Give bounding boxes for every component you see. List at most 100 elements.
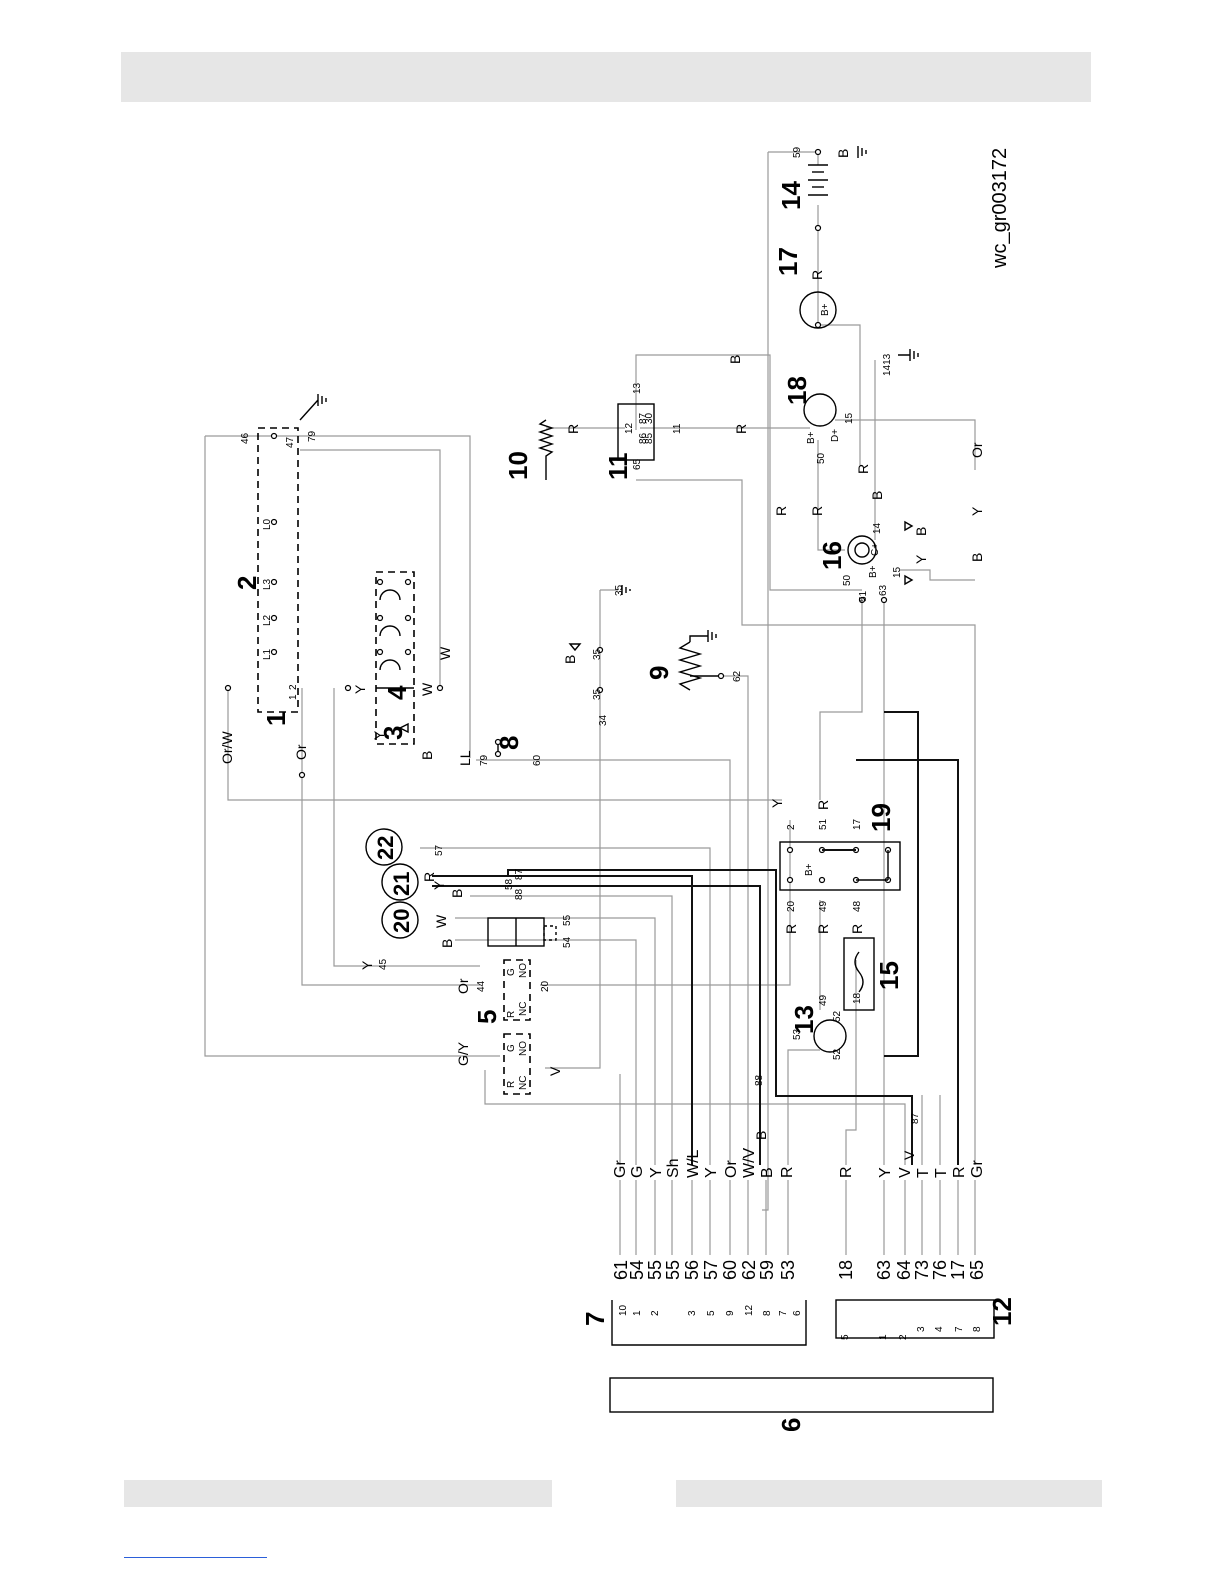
svg-text:60: 60 — [720, 1260, 740, 1280]
svg-text:1: 1 — [288, 694, 299, 700]
svg-text:62: 62 — [732, 670, 743, 682]
svg-text:63: 63 — [878, 584, 889, 596]
svg-text:59: 59 — [757, 1260, 777, 1280]
wire-34-v — [545, 590, 601, 1069]
svg-text:R: R — [849, 924, 865, 934]
svg-text:R: R — [815, 924, 831, 934]
svg-text:3: 3 — [687, 1310, 698, 1316]
svg-text:87: 87 — [514, 868, 525, 880]
svg-text:NC: NC — [518, 1002, 529, 1016]
wire-13-b — [635, 354, 862, 591]
svg-text:49: 49 — [818, 994, 829, 1006]
svg-text:1: 1 — [878, 1334, 889, 1340]
svg-text:T: T — [915, 1168, 932, 1178]
wire-47-w — [300, 449, 441, 690]
component-22 — [365, 828, 403, 866]
svg-text:L2: L2 — [262, 614, 273, 626]
wire-88-b — [432, 885, 761, 1165]
svg-text:73: 73 — [912, 1260, 932, 1280]
svg-text:15: 15 — [874, 961, 904, 990]
svg-text:61: 61 — [611, 1260, 631, 1280]
svg-text:87: 87 — [910, 1112, 921, 1124]
svg-text:R: R — [779, 1166, 796, 1178]
svg-text:W/L: W/L — [685, 1149, 702, 1178]
svg-text:5: 5 — [472, 1010, 502, 1024]
svg-text:Y: Y — [371, 730, 387, 740]
svg-text:1: 1 — [632, 1310, 643, 1316]
svg-text:Gr: Gr — [969, 1160, 986, 1178]
component-9-pot — [677, 641, 703, 691]
svg-text:G: G — [629, 1166, 646, 1178]
svg-text:R: R — [815, 800, 831, 810]
svg-text:10: 10 — [618, 1304, 629, 1316]
svg-text:10: 10 — [503, 451, 533, 480]
svg-text:8: 8 — [972, 1326, 983, 1332]
page-footer-right — [676, 1480, 1102, 1507]
svg-text:B: B — [969, 553, 985, 562]
wire-53-r — [787, 1049, 820, 1165]
svg-text:W: W — [419, 682, 435, 696]
svg-text:R: R — [783, 924, 799, 934]
connector-7-body — [611, 1300, 807, 1346]
svg-text:LL: LL — [457, 750, 473, 766]
svg-text:55: 55 — [645, 1260, 665, 1280]
component-11-relay — [617, 403, 655, 461]
svg-text:18: 18 — [782, 376, 812, 405]
wire-59-b — [762, 152, 769, 1211]
svg-text:R: R — [809, 506, 825, 516]
svg-text:G/Y: G/Y — [455, 1041, 471, 1066]
component-numbers: 1 2 3 4 5 6 7 8 9 10 11 12 13 14 15 16 1… — [232, 181, 1017, 1432]
wire-57-y — [420, 847, 711, 1165]
svg-text:Or: Or — [969, 442, 985, 458]
svg-text:48: 48 — [852, 900, 863, 912]
wire-or-44 — [301, 688, 480, 986]
svg-text:B+: B+ — [820, 303, 831, 316]
svg-text:L0: L0 — [262, 518, 273, 530]
svg-text:2: 2 — [650, 1310, 661, 1316]
svg-text:45: 45 — [378, 958, 389, 970]
svg-text:R: R — [951, 1166, 968, 1178]
svg-text:12: 12 — [987, 1297, 1017, 1326]
svg-text:Or: Or — [455, 978, 471, 994]
svg-text:B+: B+ — [806, 431, 817, 444]
svg-text:R: R — [565, 424, 581, 434]
svg-text:R: R — [809, 270, 825, 280]
svg-text:B: B — [727, 355, 743, 364]
component-6-controller — [609, 1377, 994, 1413]
svg-text:R: R — [733, 424, 749, 434]
page-footer-left — [124, 1480, 552, 1507]
wire-20-r — [540, 820, 791, 986]
svg-text:2: 2 — [288, 684, 299, 690]
component-21 — [381, 863, 419, 901]
svg-text:Y: Y — [648, 1167, 665, 1178]
svg-text:5: 5 — [706, 1310, 717, 1316]
svg-text:57: 57 — [701, 1260, 721, 1280]
svg-text:7: 7 — [778, 1310, 789, 1316]
component-5a-outline — [503, 959, 531, 1021]
svg-text:14: 14 — [872, 522, 883, 534]
wire-18-r — [845, 960, 857, 1165]
svg-text:W/V: W/V — [741, 1147, 758, 1178]
svg-text:57: 57 — [434, 844, 445, 856]
svg-text:12: 12 — [624, 422, 635, 434]
wire-50-r — [817, 440, 845, 551]
svg-text:R: R — [506, 1081, 517, 1088]
svg-text:2: 2 — [898, 1334, 909, 1340]
component-15-fuse — [843, 937, 875, 1011]
svg-text:50: 50 — [842, 574, 853, 586]
wire-number-labels: 46 47 79 79 60 34 35 35 35 62 12 11 13 6… — [240, 146, 921, 1124]
svg-text:5: 5 — [840, 1334, 851, 1340]
svg-text:C+: C+ — [870, 543, 881, 556]
svg-text:B: B — [753, 1131, 769, 1140]
svg-text:W: W — [433, 914, 449, 928]
svg-text:64: 64 — [894, 1260, 914, 1280]
svg-text:35: 35 — [592, 688, 603, 700]
wire-color-labels: Or/W Or Y B Y W W LL B R R B R B R R R B… — [219, 149, 985, 1160]
svg-text:R: R — [855, 464, 871, 474]
svg-text:53: 53 — [778, 1260, 798, 1280]
footer-link-underline[interactable] — [124, 1557, 267, 1558]
svg-text:B: B — [869, 491, 885, 500]
svg-text:20: 20 — [540, 980, 551, 992]
svg-text:56: 56 — [682, 1260, 702, 1280]
